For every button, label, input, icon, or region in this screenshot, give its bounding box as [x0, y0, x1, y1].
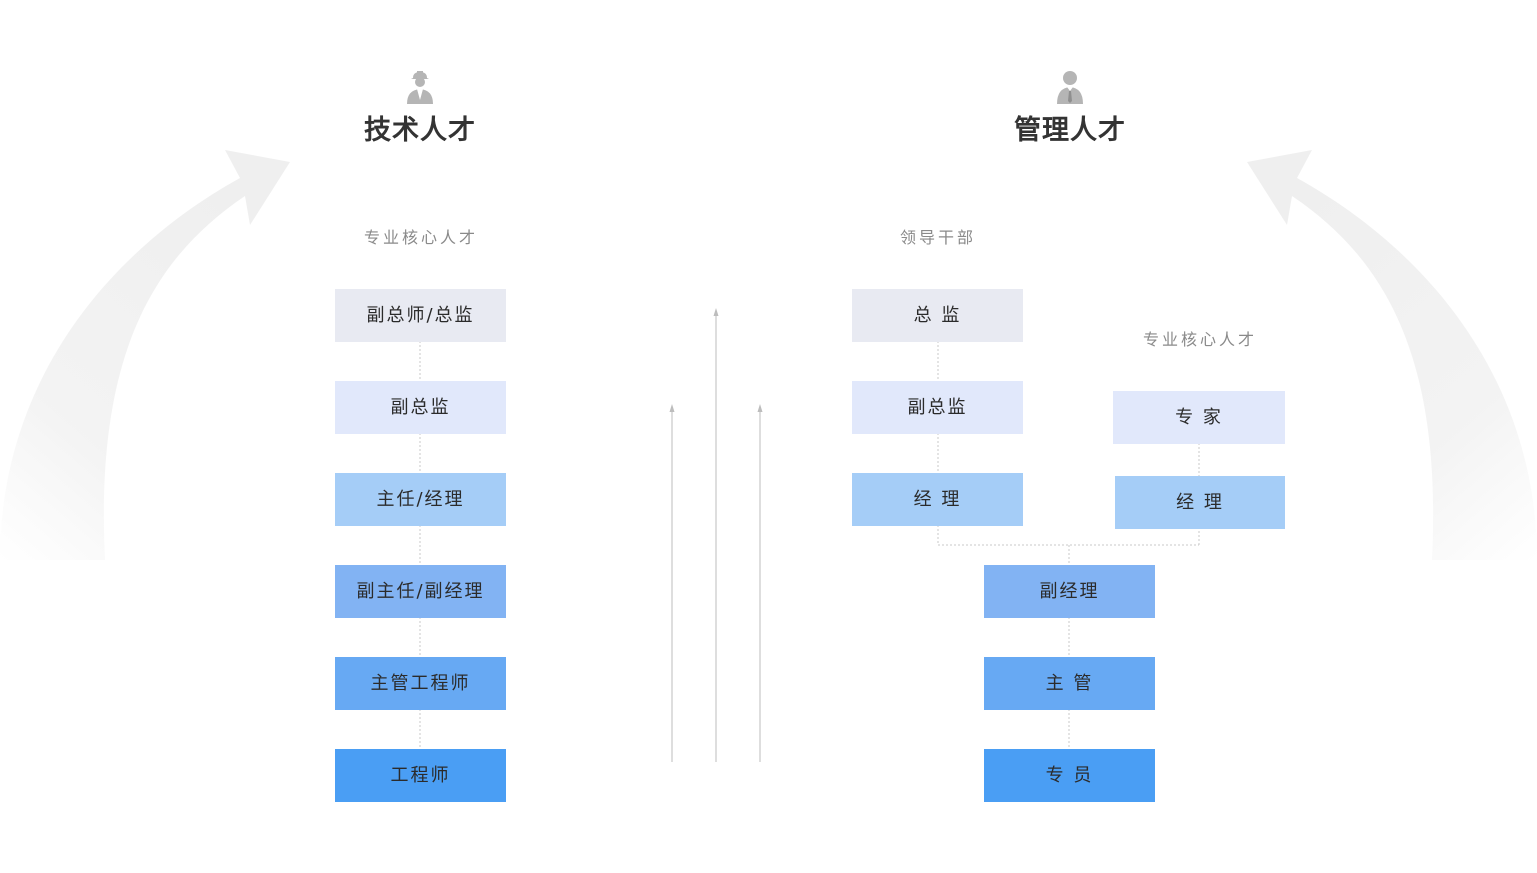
- technical-level-6: 工程师: [335, 749, 506, 802]
- management-header: 管理人才: [950, 70, 1190, 147]
- technical-level-2: 副总监: [335, 381, 506, 434]
- center-up-arrows: [669, 308, 763, 762]
- base-level-2: 主 管: [984, 657, 1155, 710]
- engineer-person-icon: [407, 71, 433, 104]
- base-level-3: 专 员: [984, 749, 1155, 802]
- expert-level-2: 经 理: [1115, 476, 1285, 529]
- technical-level-1: 副总师/总监: [335, 289, 506, 342]
- left-swoosh-arrow: [0, 150, 290, 560]
- leader-level-1: 总 监: [852, 289, 1023, 342]
- technical-level-3: 主任/经理: [335, 473, 506, 526]
- expert-level-1: 专 家: [1113, 391, 1285, 444]
- leader-level-3: 经 理: [852, 473, 1023, 526]
- leader-label: 领导干部: [899, 228, 976, 247]
- expert-label: 专业核心人才: [1142, 330, 1257, 349]
- technical-subtitle: 专业核心人才: [363, 228, 478, 247]
- base-level-1: 副经理: [984, 565, 1155, 618]
- management-title: 管理人才: [1014, 115, 1126, 146]
- right-swoosh-arrow: [1247, 150, 1537, 560]
- manager-person-icon: [1057, 71, 1083, 104]
- technical-title: 技术人才: [364, 115, 476, 146]
- technical-header: 技术人才: [300, 70, 540, 147]
- technical-level-4: 副主任/副经理: [335, 565, 506, 618]
- leader-level-2: 副总监: [852, 381, 1023, 434]
- technical-level-5: 主管工程师: [335, 657, 506, 710]
